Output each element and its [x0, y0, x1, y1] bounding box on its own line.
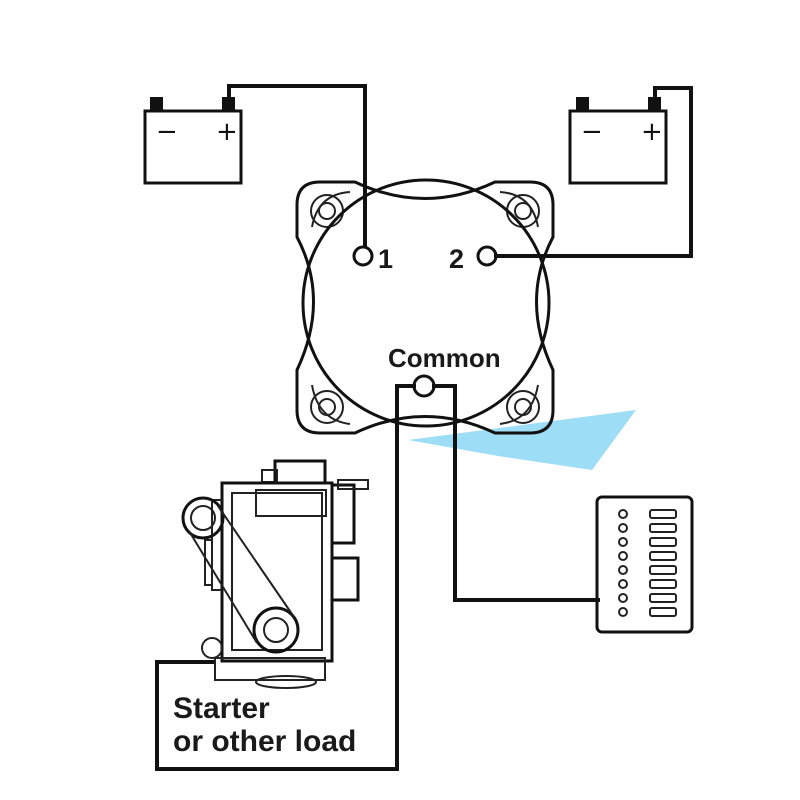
wire-common-to-starter [155, 384, 416, 771]
panel-indicator-lights [618, 509, 628, 617]
load-label-line1: Starter [173, 692, 270, 725]
wire-common-to-panel [432, 384, 600, 602]
switch-body [301, 178, 551, 428]
mount-hole-br [506, 390, 540, 424]
battery-right-positive: + [641, 117, 663, 147]
starter-motor-icon [181, 459, 369, 689]
watermark-shape [408, 410, 636, 470]
terminal-1-label: 1 [378, 244, 393, 274]
battery-right: − + [568, 97, 668, 185]
wire-battery-right-to-terminal-2 [494, 86, 693, 258]
battery-right-negative: − [581, 117, 603, 147]
battery-switch [295, 178, 555, 435]
wire-battery-left-to-terminal-1 [227, 84, 367, 248]
battery-left-positive: + [216, 117, 238, 147]
battery-left-negative: − [156, 117, 178, 147]
breaker-panel [595, 495, 694, 634]
mount-hole-bl [310, 390, 344, 424]
load-label-line2: or other load [173, 725, 356, 758]
panel-switches [649, 509, 677, 617]
common-label: Common [388, 343, 501, 373]
battery-left: − + [143, 97, 243, 185]
terminal-1 [352, 245, 374, 267]
terminal-2 [476, 245, 498, 267]
terminal-2-label: 2 [449, 244, 464, 274]
terminal-common [412, 374, 436, 398]
